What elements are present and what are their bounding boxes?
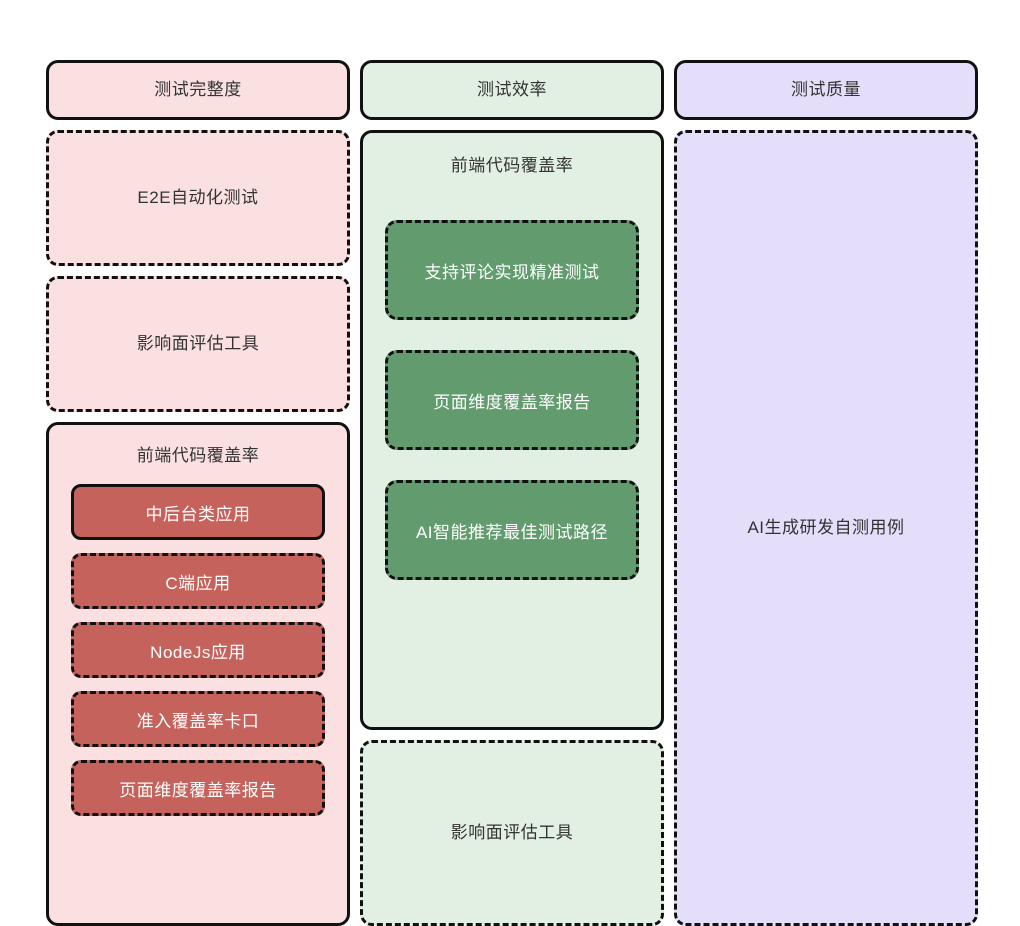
node-page-dimension-coverage-report-mid[interactable]: 页面维度覆盖率报告 xyxy=(385,350,639,450)
group-title-frontend-code-coverage-mid: 前端代码覆盖率 xyxy=(450,156,574,175)
node-coverage-entry-gate[interactable]: 准入覆盖率卡口 xyxy=(71,691,325,747)
node-midback-office-app[interactable]: 中后台类应用 xyxy=(71,484,325,540)
node-nodejs-app[interactable]: NodeJs应用 xyxy=(71,622,325,678)
node-impact-assessment-tool-left[interactable]: 影响面评估工具 xyxy=(46,276,350,412)
column-efficiency: 测试效率 前端代码覆盖率 支持评论实现精准测试 页面维度覆盖率报告 AI智能推荐… xyxy=(360,60,664,926)
node-e2e-automation-test[interactable]: E2E自动化测试 xyxy=(46,130,350,266)
group-title-frontend-code-coverage-left: 前端代码覆盖率 xyxy=(136,446,260,465)
column-header-quality[interactable]: 测试质量 xyxy=(674,60,978,120)
node-ai-recommend-best-test-path[interactable]: AI智能推荐最佳测试路径 xyxy=(385,480,639,580)
column-completeness: 测试完整度 E2E自动化测试 影响面评估工具 前端代码覆盖率 中后台类应用 C端… xyxy=(46,60,350,926)
group-frontend-code-coverage-mid[interactable]: 前端代码覆盖率 支持评论实现精准测试 页面维度覆盖率报告 AI智能推荐最佳测试路… xyxy=(360,130,664,730)
node-ai-generated-dev-selftest-cases[interactable]: AI生成研发自测用例 xyxy=(674,130,978,926)
column-header-completeness[interactable]: 测试完整度 xyxy=(46,60,350,120)
column-quality: 测试质量 AI生成研发自测用例 xyxy=(674,60,978,926)
node-comment-driven-precision-test[interactable]: 支持评论实现精准测试 xyxy=(385,220,639,320)
node-impact-assessment-tool-mid[interactable]: 影响面评估工具 xyxy=(360,740,664,926)
column-header-efficiency[interactable]: 测试效率 xyxy=(360,60,664,120)
node-consumer-app[interactable]: C端应用 xyxy=(71,553,325,609)
group-items-left: 中后台类应用 C端应用 NodeJs应用 准入覆盖率卡口 页面维度覆盖率报告 xyxy=(71,484,325,905)
node-page-dimension-coverage-report-left[interactable]: 页面维度覆盖率报告 xyxy=(71,760,325,816)
group-frontend-code-coverage-left[interactable]: 前端代码覆盖率 中后台类应用 C端应用 NodeJs应用 准入覆盖率卡口 页面维… xyxy=(46,422,350,926)
group-items-mid: 支持评论实现精准测试 页面维度覆盖率报告 AI智能推荐最佳测试路径 xyxy=(385,194,639,709)
